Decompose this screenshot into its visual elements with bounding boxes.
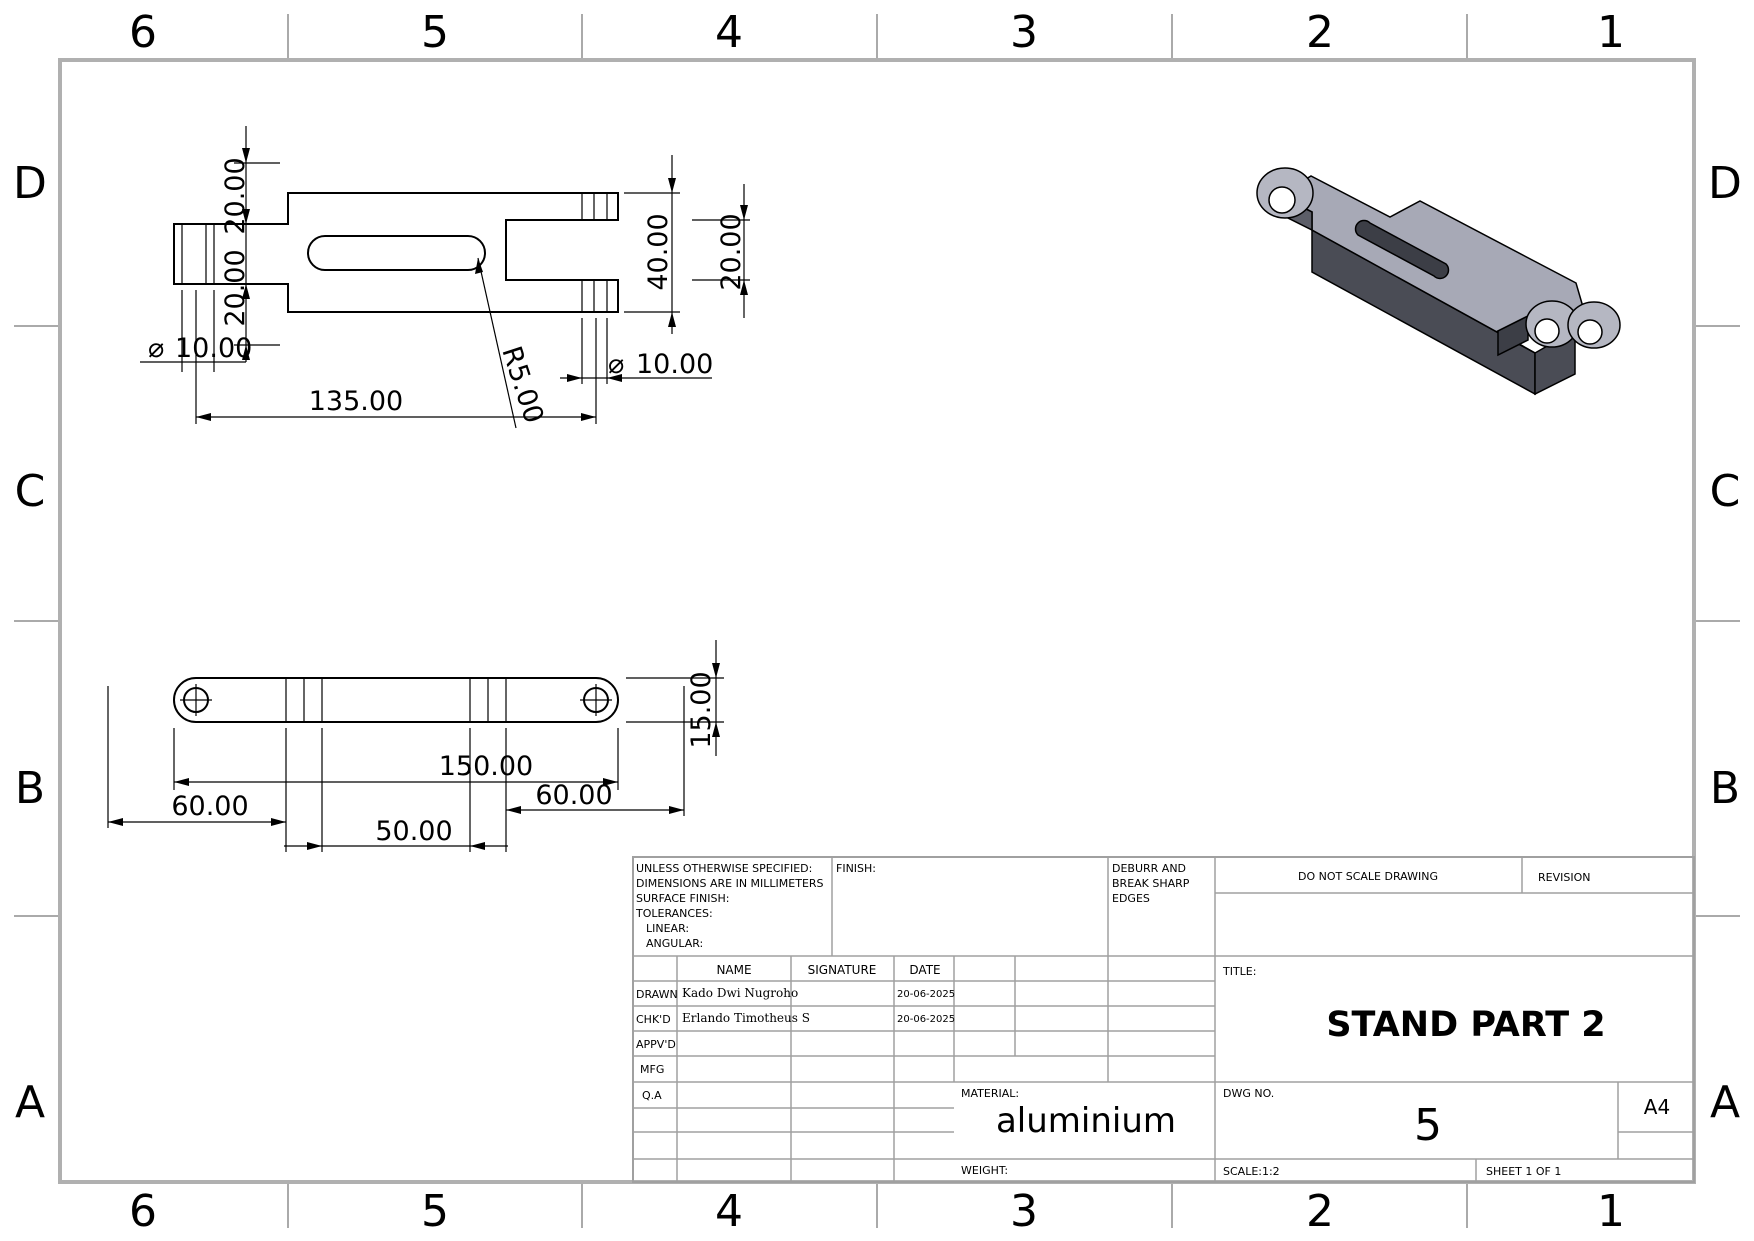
tb-qa-label: Q.A [642,1089,662,1102]
tb-note-2: DIMENSIONS ARE IN MILLIMETERS [636,877,824,890]
zone-row-right-A: A [1710,1077,1740,1128]
tb-deburr-1: DEBURR AND [1112,862,1186,875]
tb-do-not-scale: DO NOT SCALE DRAWING [1298,870,1438,883]
slot-outline [307,235,486,271]
zone-col-bottom-3: 3 [1010,1186,1038,1237]
tb-checked-name: Erlando Timotheus S [682,1011,810,1025]
zone-row-left-C: C [15,466,46,517]
tb-deburr-3: EDGES [1112,892,1150,905]
dim-middle: 50.00 [375,816,452,847]
zone-col-bottom-4: 4 [715,1186,743,1237]
tb-title-value: STAND PART 2 [1326,1005,1605,1045]
zone-row-right-C: C [1710,466,1741,517]
zone-col-bottom-5: 5 [421,1186,449,1237]
tb-finish-label: FINISH: [836,862,876,875]
zone-row-left-D: D [13,158,47,209]
dim-left-offset: 60.00 [171,791,248,822]
dim-right-hole: 10.00 [636,349,713,380]
zone-col-top-5: 5 [421,7,449,58]
zone-col-bottom-6: 6 [129,1186,157,1237]
tb-scale-value: SCALE:1:2 [1223,1165,1280,1178]
sheet-frame [14,14,1740,1228]
tb-material-label: MATERIAL: [961,1087,1019,1100]
zone-labels: 6 5 4 3 2 1 6 5 4 3 2 1 D C B A D C B A [13,7,1742,1237]
dim-right-offset: 60.00 [535,780,612,811]
zone-row-left-A: A [15,1077,45,1128]
tb-checked-label: CHK'D [636,1013,671,1026]
tb-approved-label: APPV'D [636,1038,676,1051]
tb-drawn-name: Kado Dwi Nugroho [682,986,798,1000]
iso-right-hole-a [1534,318,1560,344]
top-view-outline [173,192,619,313]
tb-dwg-no-label: DWG NO. [1223,1087,1274,1100]
tb-col-signature: SIGNATURE [808,963,877,977]
isometric-view [1256,167,1621,396]
zone-col-top-4: 4 [715,7,743,58]
side-view: 15.00 150.00 60.00 60.00 50.00 [107,640,724,852]
tb-sheet-value: SHEET 1 OF 1 [1486,1165,1561,1178]
side-view-outline [173,677,619,723]
dim-slot-radius: R5.00 [495,343,549,428]
iso-right-hole-b [1577,319,1603,345]
dim-fork-gap: 20.00 [716,213,747,290]
tb-dwg-no-value: 5 [1414,1100,1442,1151]
tb-deburr-2: BREAK SHARP [1112,877,1190,890]
dim-right-hole-symbol: ⌀ [608,349,624,380]
tb-note-4: TOLERANCES: [635,907,713,920]
dim-overall-length-top: 135.00 [309,386,403,417]
tb-col-name: NAME [716,963,751,977]
iso-left-hole [1268,186,1296,214]
zone-col-top-6: 6 [129,7,157,58]
zone-col-bottom-1: 1 [1597,1186,1625,1237]
iso-slot [1354,219,1450,280]
dim-height-upper: 20.00 [220,157,251,234]
title-block: UNLESS OTHERWISE SPECIFIED: DIMENSIONS A… [632,856,1695,1183]
tb-weight-label: WEIGHT: [961,1164,1008,1177]
tb-note-3: SURFACE FINISH: [636,892,729,905]
zone-row-right-D: D [1708,158,1742,209]
tb-title-label: TITLE: [1222,965,1256,978]
iso-fork-gap-side [1497,314,1529,357]
zone-row-right-B: B [1710,763,1740,814]
dim-overall-length-side: 150.00 [439,751,533,782]
tb-mfg-label: MFG [640,1063,664,1076]
tb-col-date: DATE [909,963,940,977]
dim-left-hole-symbol: ⌀ [148,333,164,364]
zone-row-left-B: B [15,763,45,814]
zone-col-top-1: 1 [1597,7,1625,58]
dim-left-hole: 10.00 [175,333,252,364]
tb-note-5: LINEAR: [646,922,689,935]
zone-col-bottom-2: 2 [1306,1186,1334,1237]
dim-fork-height: 40.00 [643,213,674,290]
tb-note-1: UNLESS OTHERWISE SPECIFIED: [636,862,812,875]
tb-revision-label: REVISION [1538,871,1590,884]
zone-col-top-3: 3 [1010,7,1038,58]
zone-col-top-2: 2 [1306,7,1334,58]
tb-material-value: aluminium [996,1101,1176,1141]
tb-note-6: ANGULAR: [646,937,703,950]
tb-size-value: A4 [1644,1095,1670,1119]
tb-checked-date: 20-06-2025 [897,1014,955,1025]
dim-height-lower: 20.00 [220,249,251,326]
dim-thickness: 15.00 [686,671,717,748]
tb-drawn-label: DRAWN [636,988,678,1001]
tb-drawn-date: 20-06-2025 [897,989,955,1000]
top-view: 20.00 20.00 ⌀ 10.00 135.00 ⌀ 10.00 R5.00 [140,126,750,429]
